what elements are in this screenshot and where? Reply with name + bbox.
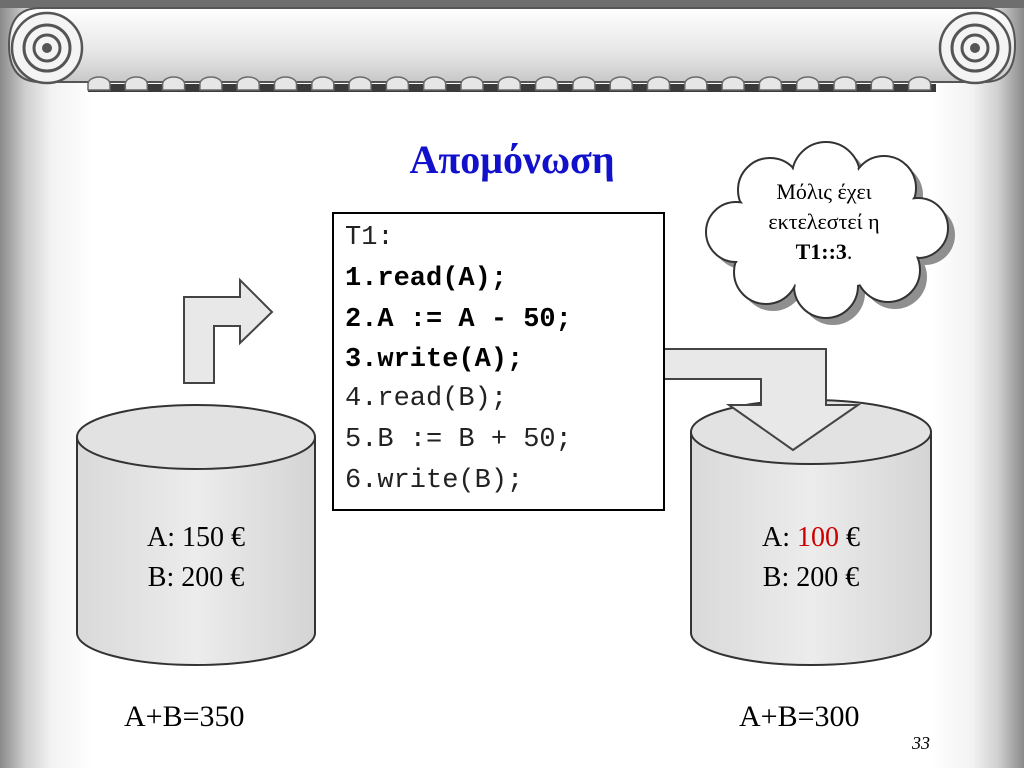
transaction-code-box: T1: 1.read(A); 2.A := A - 50; 3.write(A)…: [332, 212, 665, 511]
db-right-b-row: B: 200 €: [691, 558, 931, 598]
db-right-a-unit: €: [839, 522, 860, 553]
page-number: 33: [912, 733, 930, 753]
db-right-values: A: 100 € B: 200 €: [691, 518, 931, 598]
db-left-a-unit: €: [224, 522, 245, 553]
callout-period: .: [846, 239, 853, 264]
code-step-3: 3.write(A);: [345, 345, 524, 375]
code-header: T1:: [345, 223, 394, 253]
down-arrow-icon: [613, 348, 862, 452]
code-step-5: 5.B := B + 50;: [345, 425, 572, 455]
column-capital: [0, 0, 1024, 92]
db-left-a-value: 150: [182, 522, 224, 553]
db-left-sum: A+B=350: [124, 700, 245, 733]
db-left-a-label: A:: [147, 522, 182, 553]
db-right-b-label: B:: [762, 562, 797, 593]
db-left-b-value: 200: [181, 562, 224, 593]
db-right-b-value: 200: [796, 562, 839, 593]
db-left-b-label: B:: [147, 562, 182, 593]
db-right-a-label: A:: [762, 522, 797, 553]
spiral-right-icon: [938, 11, 1012, 85]
callout-line-1: Μόλις έχει: [776, 179, 872, 204]
cloud-callout: [705, 141, 955, 325]
code-step-2: 2.A := A - 50;: [345, 305, 572, 335]
code-step-1: 1.read(A);: [345, 264, 508, 294]
callout-text: Μόλις έχει εκτελεστεί η T1::3.: [726, 177, 922, 267]
code-step-4: 4.read(B);: [345, 384, 508, 414]
slide-title: Απομόνωση: [409, 137, 615, 182]
bent-arrow-icon: [183, 277, 274, 384]
db-left-values: A: 150 € B: 200 €: [76, 518, 316, 598]
db-right-a-row: A: 100 €: [691, 518, 931, 558]
db-right-sum: A+B=300: [739, 700, 860, 733]
db-left-b-row: B: 200 €: [76, 558, 316, 598]
callout-line-2: εκτελεστεί η: [768, 209, 880, 234]
db-left-b-unit: €: [223, 562, 245, 593]
db-right-b-unit: €: [838, 562, 860, 593]
code-step-6: 6.write(B);: [345, 466, 524, 496]
db-left-a-row: A: 150 €: [76, 518, 316, 558]
callout-step-ref: T1::3: [795, 239, 847, 264]
callout-line-3: T1::3.: [726, 237, 922, 267]
db-right-a-value: 100: [797, 522, 839, 553]
database-cylinder-left: [76, 404, 316, 666]
spiral-left-icon: [10, 11, 84, 85]
